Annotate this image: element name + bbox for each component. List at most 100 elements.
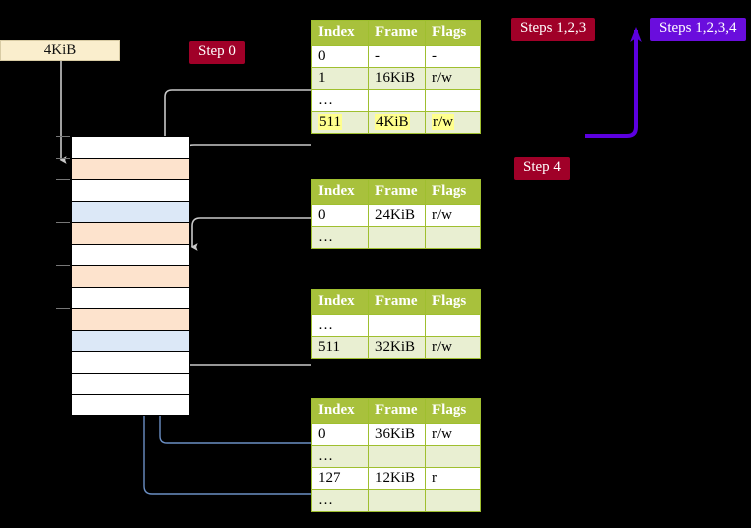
memory-frame-row bbox=[71, 179, 190, 201]
memory-frame-row bbox=[71, 329, 190, 351]
wire-pdpt-24kib bbox=[190, 217, 311, 251]
table-cell bbox=[368, 89, 426, 112]
physical-memory-column bbox=[56, 136, 190, 416]
memory-size-label: 4KiB bbox=[0, 40, 120, 61]
badge-steps-1234: Steps 1,2,3,4 bbox=[650, 18, 746, 41]
wire-pml4-4kib bbox=[181, 144, 311, 164]
table-cell: 16KiB bbox=[368, 67, 426, 90]
badge-steps-123-text: Steps 1,2,3 bbox=[520, 20, 587, 36]
memory-row-tick bbox=[56, 179, 70, 180]
table-cell: … bbox=[311, 89, 369, 112]
table-header-frame: Frame bbox=[368, 398, 426, 424]
memory-row-tick bbox=[56, 157, 70, 159]
memory-frame-row bbox=[71, 136, 190, 158]
badge-step-0-text: Step 0 bbox=[198, 43, 236, 59]
table-cell: 1 bbox=[311, 67, 369, 90]
table-cell bbox=[425, 89, 481, 112]
badge-step-4: Step 4 bbox=[514, 157, 570, 180]
memory-frame-row bbox=[71, 394, 190, 416]
highlighted-value: 511 bbox=[318, 113, 342, 130]
table-cell bbox=[368, 314, 426, 337]
table-row: … bbox=[311, 445, 481, 468]
memory-row-tick bbox=[56, 265, 70, 266]
memory-frame-row bbox=[71, 157, 190, 179]
table-row: 511 4KiB r/w bbox=[311, 111, 481, 134]
memory-frame-row bbox=[71, 243, 190, 265]
table-row: … bbox=[311, 314, 481, 337]
table-cell: - bbox=[368, 45, 426, 68]
table-cell: 0 bbox=[311, 423, 369, 446]
memory-frame-row bbox=[71, 286, 190, 308]
memory-row-tick bbox=[56, 136, 70, 137]
memory-frame-row bbox=[71, 351, 190, 373]
badge-steps-1234-text: Steps 1,2,3,4 bbox=[659, 20, 737, 36]
table-cell: 127 bbox=[311, 467, 369, 490]
table-cell: r/w bbox=[425, 67, 481, 90]
table-cell bbox=[368, 489, 426, 512]
table-cell: 36KiB bbox=[368, 423, 426, 446]
table-header-index: Index bbox=[311, 398, 369, 424]
table-cell: r/w bbox=[425, 111, 481, 134]
table-cell: r/w bbox=[425, 336, 481, 359]
table-cell: r/w bbox=[425, 423, 481, 446]
memory-row-tick bbox=[56, 222, 70, 223]
memory-frame-row bbox=[71, 265, 190, 287]
table-cell: 32KiB bbox=[368, 336, 426, 359]
memory-frame-row bbox=[71, 308, 190, 330]
table-row: … bbox=[311, 489, 481, 512]
memory-size-text: 4KiB bbox=[43, 42, 77, 58]
table-header-flags: Flags bbox=[425, 179, 481, 205]
table-cell: 0 bbox=[311, 45, 369, 68]
table-header-frame: Frame bbox=[368, 20, 426, 46]
table-cell bbox=[425, 314, 481, 337]
table-cell bbox=[425, 445, 481, 468]
table-header-index: Index bbox=[311, 289, 369, 315]
table-header-index: Index bbox=[311, 179, 369, 205]
memory-row-tick bbox=[56, 308, 70, 309]
table-cell bbox=[425, 226, 481, 249]
table-cell: 511 bbox=[311, 336, 369, 359]
badge-step-0: Step 0 bbox=[189, 41, 245, 64]
wire-steps-violet bbox=[585, 27, 642, 138]
table-header-index: Index bbox=[311, 20, 369, 46]
table-cell bbox=[368, 226, 426, 249]
table-cell: 4KiB bbox=[368, 111, 426, 134]
table-cell: 511 bbox=[311, 111, 369, 134]
memory-frame-row bbox=[71, 222, 190, 244]
table-header-flags: Flags bbox=[425, 398, 481, 424]
table-cell bbox=[425, 489, 481, 512]
table-cell: r/w bbox=[425, 204, 481, 227]
highlighted-value: r/w bbox=[432, 113, 454, 130]
table-cell: … bbox=[311, 445, 369, 468]
memory-frame-row bbox=[71, 200, 190, 222]
table-header-flags: Flags bbox=[425, 289, 481, 315]
table-row: 0-- bbox=[311, 45, 481, 68]
memory-frame-row bbox=[71, 372, 190, 394]
table-cell bbox=[368, 445, 426, 468]
table-cell: … bbox=[311, 226, 369, 249]
wire-pd-32kib bbox=[174, 326, 311, 366]
table-cell: … bbox=[311, 489, 369, 512]
table-header-flags: Flags bbox=[425, 20, 481, 46]
table-cell: - bbox=[425, 45, 481, 68]
badge-step-4-text: Step 4 bbox=[523, 159, 561, 175]
table-cell: … bbox=[311, 314, 369, 337]
table-cell: 0 bbox=[311, 204, 369, 227]
table-header-frame: Frame bbox=[368, 179, 426, 205]
table-row: … bbox=[311, 226, 481, 249]
table-cell: 24KiB bbox=[368, 204, 426, 227]
table-header-frame: Frame bbox=[368, 289, 426, 315]
table-cell: r bbox=[425, 467, 481, 490]
table-cell: 12KiB bbox=[368, 467, 426, 490]
badge-steps-123: Steps 1,2,3 bbox=[511, 18, 596, 41]
